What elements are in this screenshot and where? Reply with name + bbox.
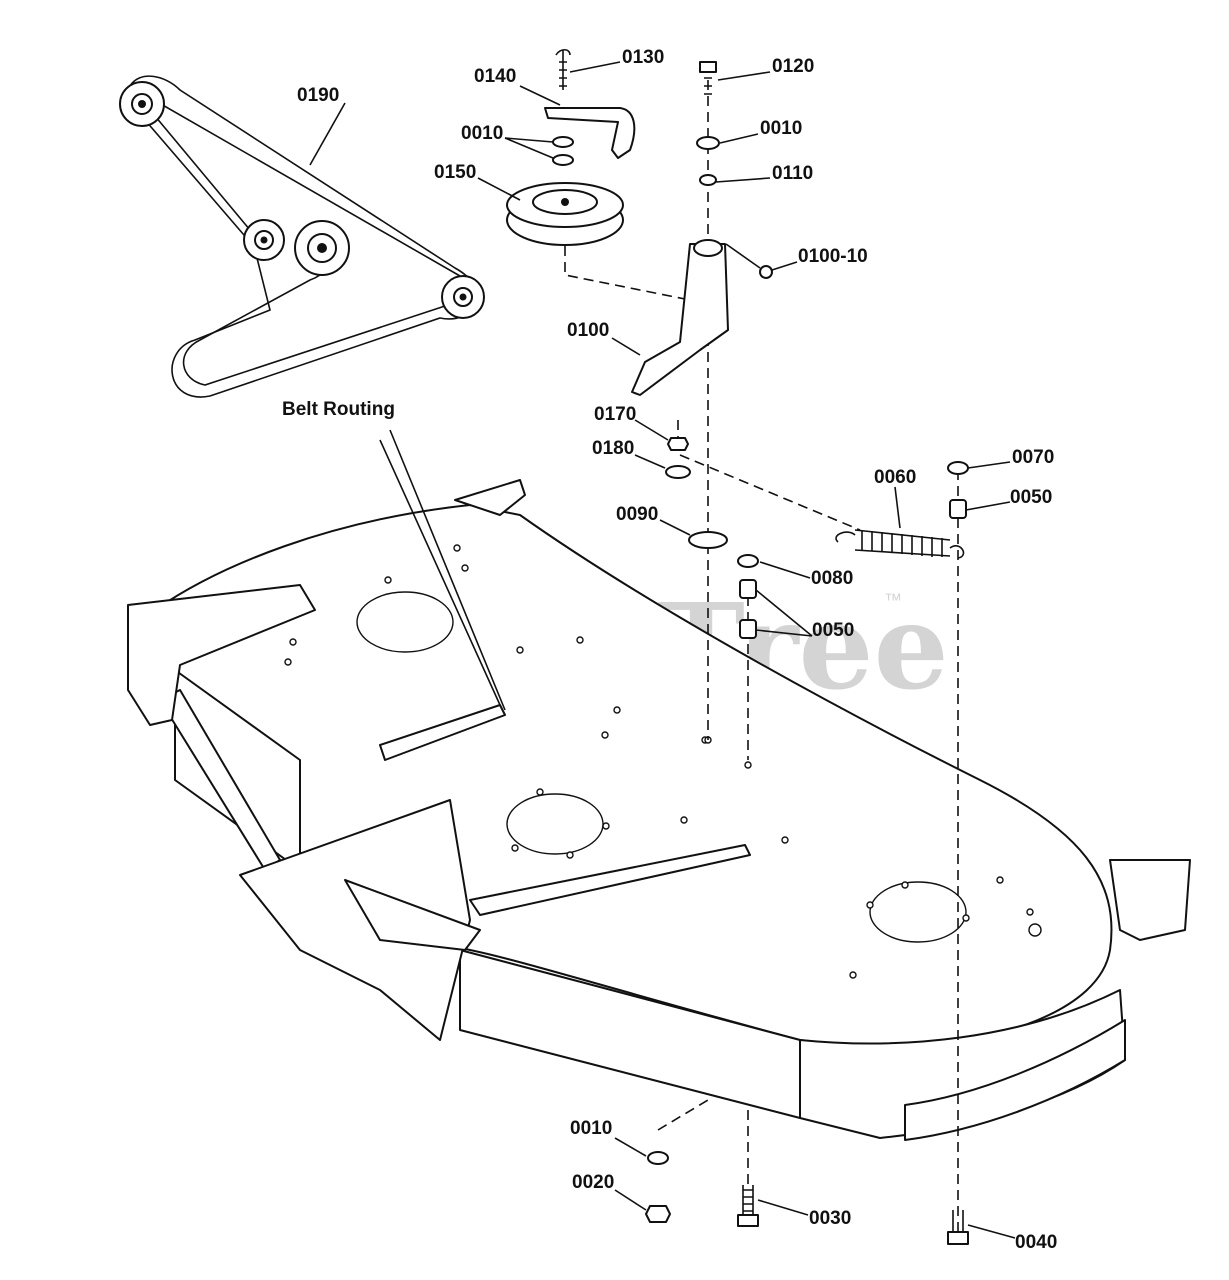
- watermark-trademark: ™: [884, 590, 902, 610]
- callout-0010-pivot: 0010: [760, 118, 802, 139]
- grease-fitting: [759, 265, 773, 279]
- callout-0080: 0080: [811, 568, 853, 589]
- mower-deck-shell: [127, 429, 1191, 1141]
- callout-0100: 0100: [567, 320, 609, 341]
- callout-0020: 0020: [572, 1172, 614, 1193]
- callout-0090: 0090: [616, 504, 658, 525]
- callout-0100-10: 0100-10: [798, 246, 868, 267]
- tension-spring: [835, 529, 965, 559]
- callout-0060: 0060: [874, 467, 916, 488]
- spacer-lower: [739, 619, 757, 639]
- idler-arm: [631, 239, 729, 396]
- pivot-bushing: [699, 174, 717, 186]
- callout-0040: 0040: [1015, 1232, 1057, 1253]
- flange-nut-0180: [665, 465, 691, 479]
- callout-0030: 0030: [809, 1208, 851, 1229]
- callout-0050-right: 0050: [1010, 487, 1052, 508]
- deck-mounting-holes: [284, 544, 1042, 979]
- idler-bracket: [544, 107, 636, 159]
- callout-0070: 0070: [1012, 447, 1054, 468]
- nut-0170: [667, 437, 689, 451]
- callout-0120: 0120: [772, 56, 814, 77]
- belt-pulley-right: [441, 275, 485, 319]
- callout-0010-upper: 0010: [461, 123, 503, 144]
- washer-pivot: [696, 136, 720, 150]
- large-washer: [688, 531, 728, 549]
- callout-0010-bottom: 0010: [570, 1118, 612, 1139]
- callout-0110: 0110: [772, 163, 813, 184]
- belt-pulley-top-left: [119, 81, 165, 127]
- shoulder-bolt: [555, 48, 571, 90]
- belt-routing-caption: Belt Routing: [282, 399, 395, 420]
- callout-0130: 0130: [622, 47, 664, 68]
- washer-lower: [552, 154, 574, 166]
- spindle-opening-left: [356, 591, 454, 653]
- spacer-upper: [739, 579, 757, 599]
- spindle-opening-center: [506, 793, 604, 855]
- flange-nut-0080: [737, 554, 759, 568]
- callout-0050-stack: 0050: [812, 620, 854, 641]
- washer-upper: [552, 136, 574, 148]
- spacer-right: [949, 499, 967, 519]
- hardware-stack: [506, 48, 969, 1245]
- callout-0190: 0190: [297, 85, 339, 106]
- hex-nut-bottom: [645, 1205, 671, 1223]
- callout-0150: 0150: [434, 162, 476, 183]
- callout-0140: 0140: [474, 66, 516, 87]
- callout-labels: 0190 0130 0140 0010 0150 0120 0010 0110 …: [297, 47, 1057, 1253]
- spindle-opening-right: [869, 881, 967, 943]
- idler-pulley: [506, 182, 624, 246]
- belt-routing-diagram: Belt Routing: [119, 75, 485, 420]
- hex-bolt: [737, 1185, 759, 1227]
- callout-0180: 0180: [592, 438, 634, 459]
- callout-leaders: [309, 61, 1016, 1239]
- belt-pulley-idler: [243, 219, 285, 261]
- shoulder-bolt-bottom: [947, 1210, 969, 1245]
- pivot-bolt: [699, 61, 717, 95]
- belt-pulley-center: [294, 220, 350, 276]
- assembly-axes: [564, 80, 959, 1240]
- callout-0170: 0170: [594, 404, 636, 425]
- washer-bottom: [647, 1151, 669, 1165]
- flange-nut-0070: [947, 461, 969, 475]
